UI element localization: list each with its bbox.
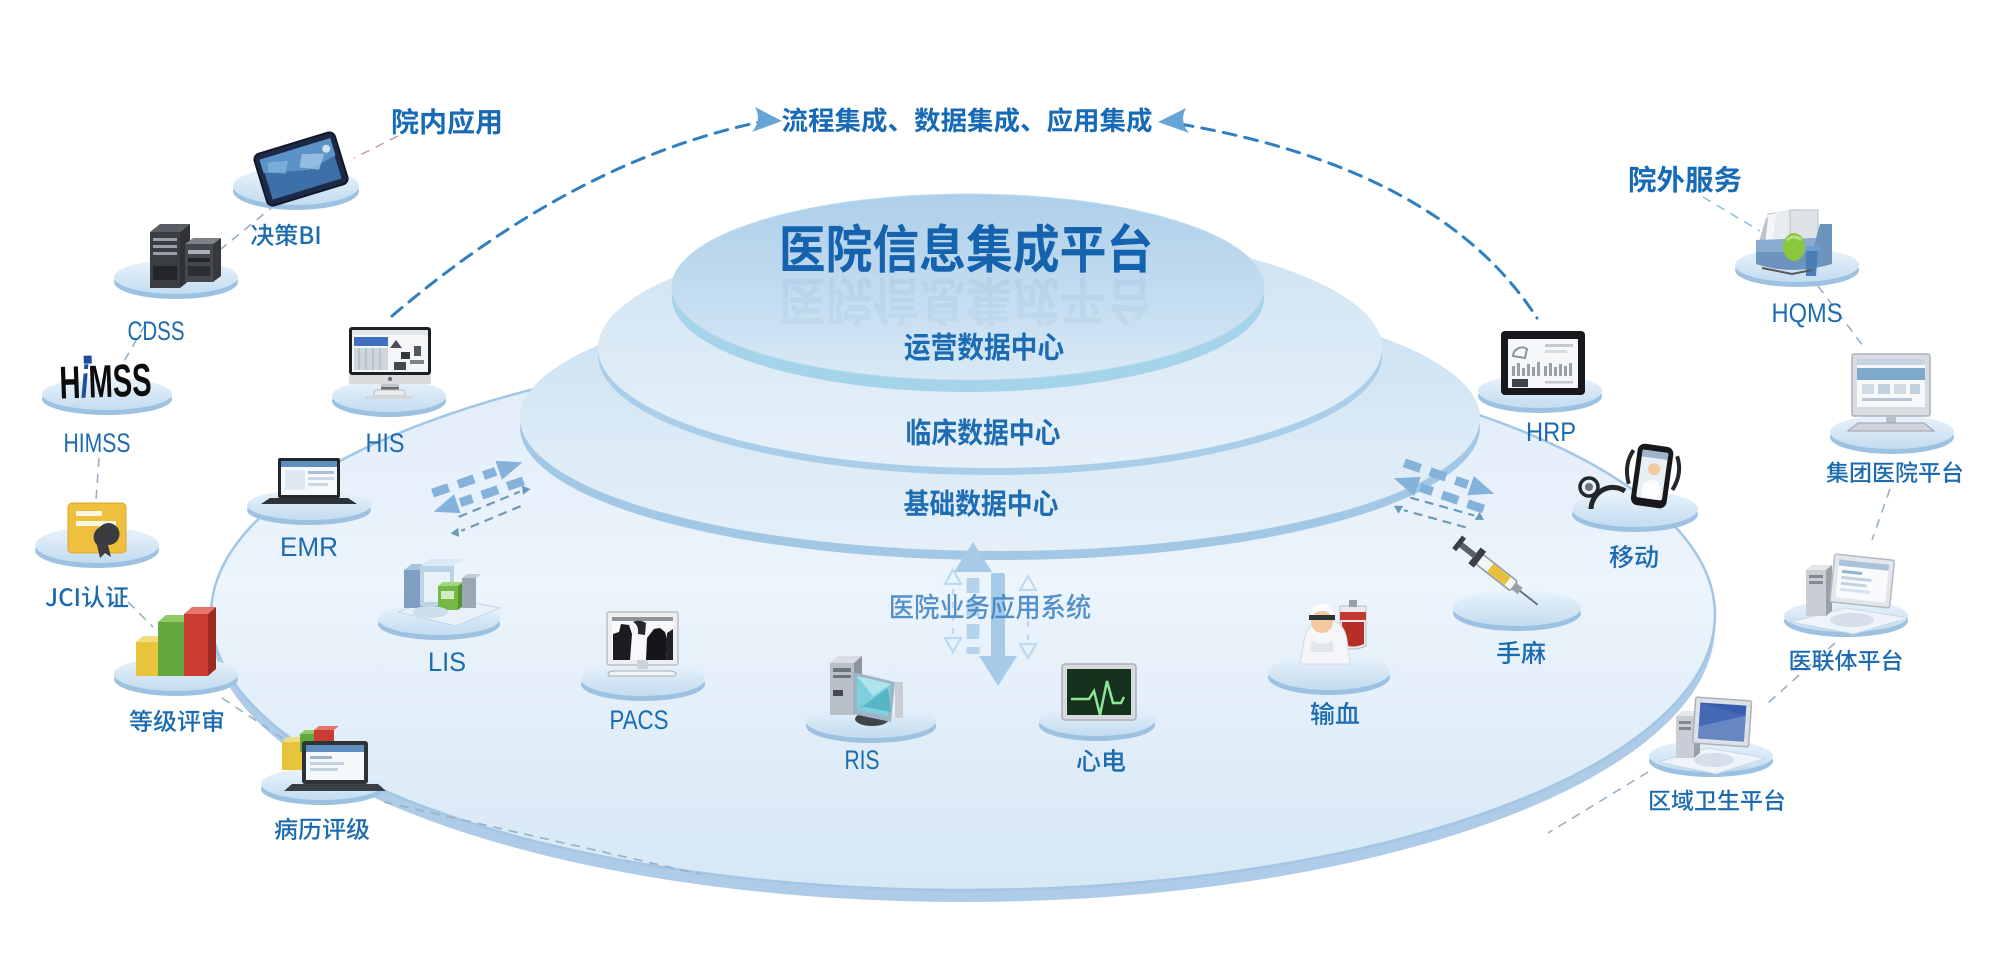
svg-text:HQMS: HQMS bbox=[1772, 298, 1843, 328]
svg-text:HIMSS: HIMSS bbox=[64, 428, 131, 458]
svg-text:HiMSS: HiMSS bbox=[59, 353, 153, 408]
svg-text:EMR: EMR bbox=[280, 532, 338, 562]
svg-text:HIS: HIS bbox=[366, 428, 405, 458]
svg-text:HRP: HRP bbox=[1526, 417, 1576, 447]
svg-text:CDSS: CDSS bbox=[128, 316, 185, 346]
svg-text:RIS: RIS bbox=[845, 745, 880, 775]
svg-text:LIS: LIS bbox=[428, 647, 466, 677]
svg-text:PACS: PACS bbox=[610, 705, 669, 735]
